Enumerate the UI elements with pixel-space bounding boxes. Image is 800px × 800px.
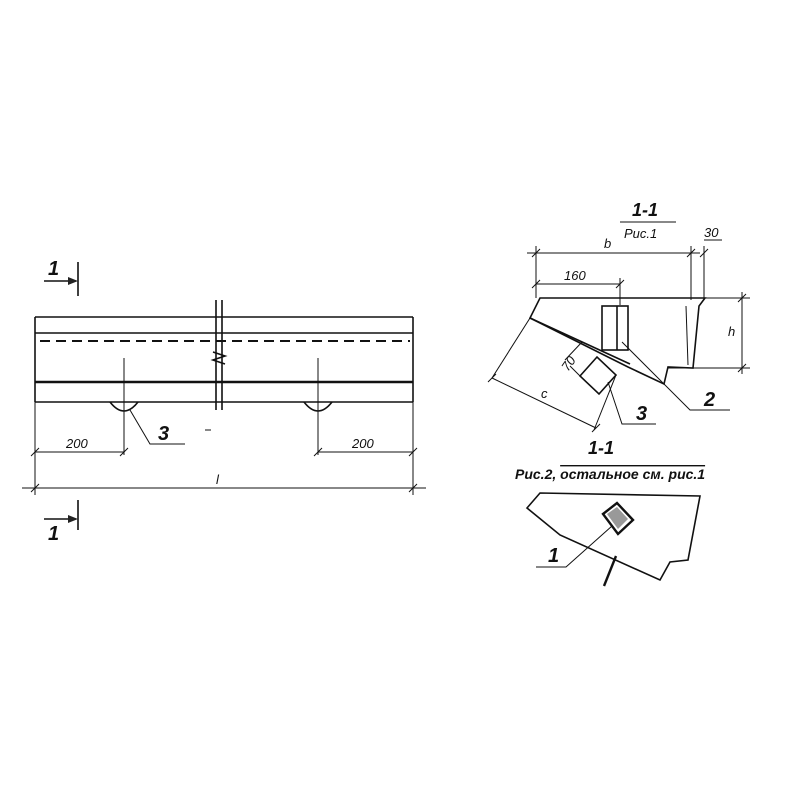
beam-outline xyxy=(34,300,414,410)
dimension-overall-label: l xyxy=(216,472,220,487)
dimension-left-label: 200 xyxy=(65,436,88,451)
dimension-160: 160 xyxy=(531,268,625,305)
dimension-right-label: 200 xyxy=(351,436,374,451)
dimension-30: 30 xyxy=(690,225,722,300)
callout-3-section-label: 3 xyxy=(636,403,647,425)
dimension-c: c xyxy=(487,317,617,433)
callout-1-label: 1 xyxy=(548,545,559,567)
section-fig1-subtitle: Рис.1 xyxy=(624,226,657,241)
dimension-70-label: 70 xyxy=(558,353,579,374)
dimension-left-200: 200 xyxy=(30,402,129,495)
lifting-loop-right xyxy=(303,358,333,455)
dimension-b-label: b xyxy=(604,236,611,251)
dimension-160-label: 160 xyxy=(564,268,586,283)
dimension-h-label: h xyxy=(728,324,735,339)
callout-3-section: 3 xyxy=(607,381,656,425)
callout-2-label: 2 xyxy=(703,389,715,411)
dimension-overall-l: l xyxy=(22,472,426,493)
callout-1: 1 xyxy=(536,525,613,568)
section-fig1-outline xyxy=(528,297,707,396)
dimension-right-200: 200 xyxy=(313,402,418,495)
dimension-70: 70 xyxy=(558,341,583,377)
section-fig2-caption: Рис.2, остальное см. рис.1 xyxy=(515,466,705,482)
callout-2: 2 xyxy=(621,341,730,411)
section-mark-top-label: 1 xyxy=(48,258,59,280)
callout-3-label: 3 xyxy=(158,423,169,445)
section-fig1-title: 1-1 xyxy=(632,200,658,220)
section-fig2-title: 1-1 xyxy=(588,438,614,458)
dimension-h: h xyxy=(668,292,750,374)
section-fig2-outline xyxy=(525,492,701,587)
dimension-c-label: c xyxy=(541,386,548,401)
dimension-30-label: 30 xyxy=(704,225,719,240)
section-mark-bottom-label: 1 xyxy=(48,523,59,545)
dimension-b: b xyxy=(527,236,700,298)
section-fig2: 1-1 Рис.2, остальное см. рис.1 1 xyxy=(515,438,705,587)
section-mark-top: 1 xyxy=(44,258,79,296)
beam-elevation: 1 1 xyxy=(22,258,426,545)
section-mark-bottom: 1 xyxy=(44,500,79,545)
callout-3-elevation: 3 xyxy=(129,409,211,445)
lifting-loop-left xyxy=(109,358,139,455)
section-fig1: 1-1 Рис.1 b 30 160 xyxy=(487,200,750,433)
